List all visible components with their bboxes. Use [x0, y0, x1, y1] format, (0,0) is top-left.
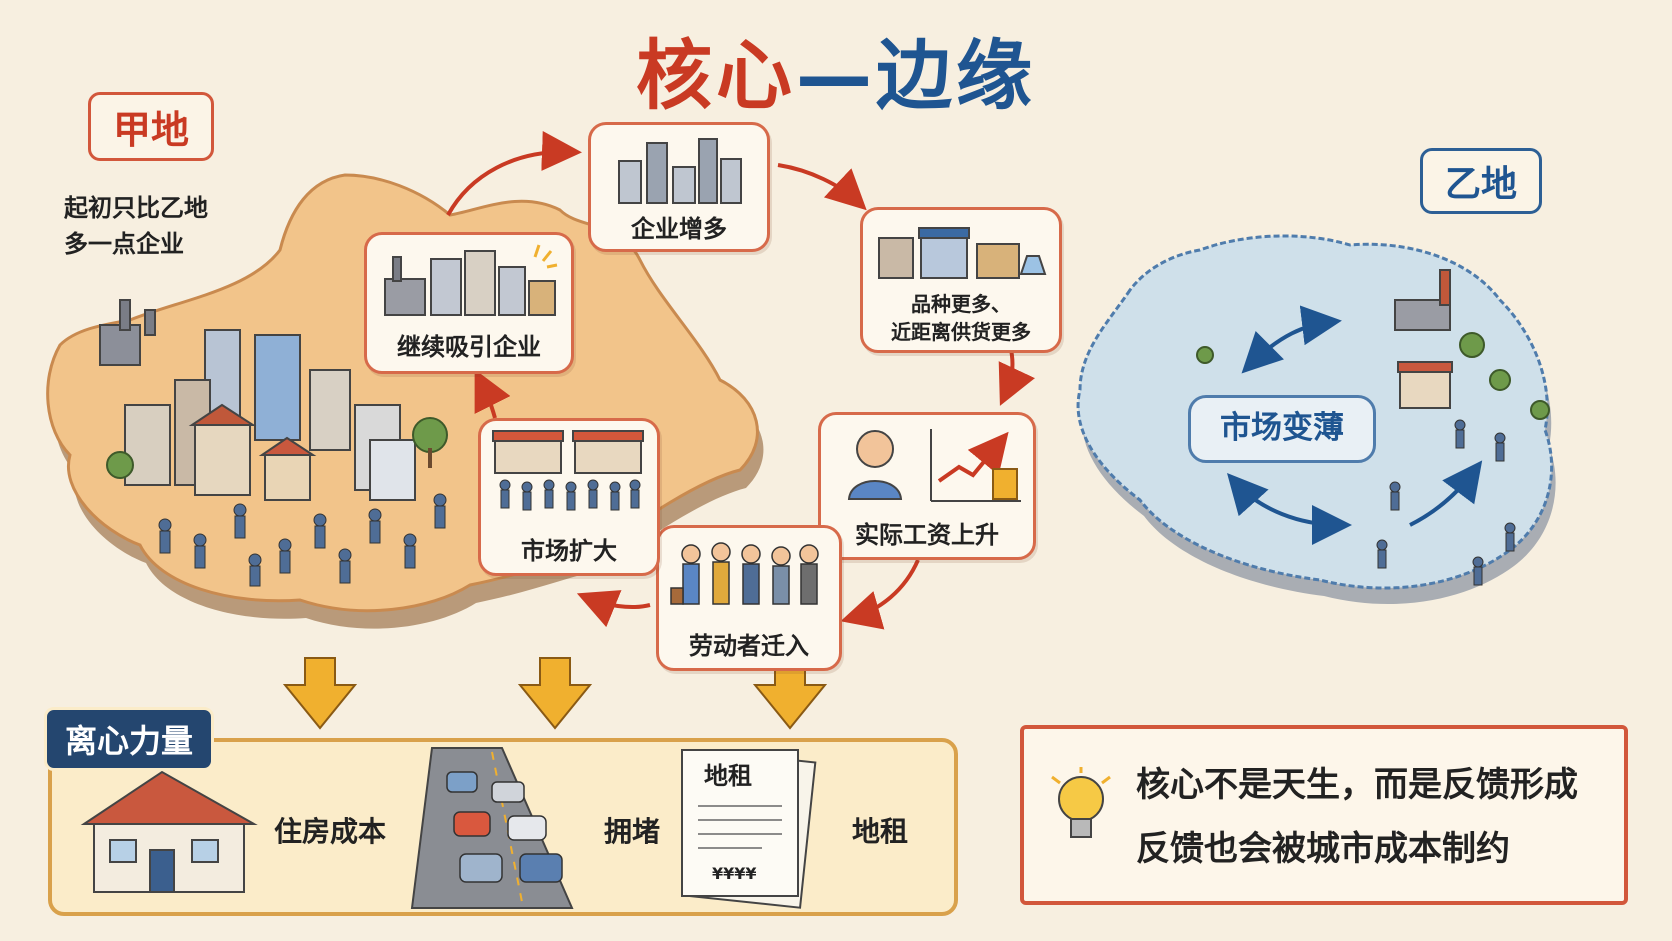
- rent-document-title: 地租: [704, 762, 752, 790]
- cycle-label-attract-firms: 继续吸引企业: [397, 333, 541, 361]
- rent-document-icon: [681, 749, 817, 909]
- conclusion-note: 核心不是天生，而是反馈形成 反馈也会被城市成本制约: [1020, 725, 1628, 905]
- force-label-rent: 地租: [852, 815, 909, 848]
- region-b-market-label: 市场变薄: [1188, 395, 1376, 463]
- page-title: 核心—边缘: [0, 14, 1672, 124]
- migrants-icon: [670, 542, 819, 605]
- cycle-label-real-wage: 实际工资上升: [855, 521, 999, 549]
- cycle-label-market-expands: 市场扩大: [521, 537, 617, 565]
- cycle-card-workers-migrate: 劳动者迁入: [656, 525, 842, 671]
- market-crowd-icon: [492, 430, 644, 511]
- centrifugal-tag: 离心力量: [44, 707, 215, 771]
- lightbulb-icon: [1051, 767, 1111, 838]
- cycle-card-attract-firms: 继续吸引企业: [364, 232, 574, 374]
- conclusion-line2: 反馈也会被城市成本制约: [1136, 829, 1510, 869]
- cycle-card-variety: 品种更多、 近距离供货更多: [860, 207, 1062, 353]
- force-label-congestion: 拥堵: [604, 815, 661, 848]
- region-a-note-line2: 多一点企业: [64, 230, 184, 258]
- centrifugal-panel: 地租 ¥¥¥¥ 住房成本 拥堵 地租: [48, 738, 958, 916]
- cycle-label-variety-line1: 品种更多、: [911, 292, 1011, 316]
- cycle-card-firms-increase: 企业增多: [588, 122, 770, 252]
- factory-city-icon: [384, 244, 558, 316]
- cycle-label-workers-migrate: 劳动者迁入: [689, 632, 809, 660]
- traffic-jam-icon: [410, 747, 574, 909]
- region-a-note: 起初只比乙地 多一点企业: [64, 190, 208, 262]
- centrifugal-arrows: [282, 657, 828, 730]
- rent-document-amount: ¥¥¥¥: [712, 864, 757, 883]
- region-a-crowd: [158, 493, 447, 587]
- cycle-label-variety-line2: 近距离供货更多: [891, 320, 1031, 344]
- cycle-card-market-expands: 市场扩大: [478, 418, 660, 576]
- wage-rise-icon: [847, 429, 1021, 502]
- region-b-dispersal-arrows: [1227, 305, 1483, 545]
- cycle-card-real-wage: 实际工资上升: [818, 412, 1036, 560]
- centrifugal-illustrations: [80, 747, 817, 909]
- region-a-note-line1: 起初只比乙地: [64, 194, 208, 222]
- title-periphery: —边缘: [796, 31, 1036, 120]
- title-core: 核心: [636, 31, 796, 120]
- region-b-items: [1196, 269, 1550, 586]
- force-label-housing: 住房成本: [274, 815, 387, 848]
- buildings-icon: [618, 138, 742, 204]
- shops-goods-icon: [878, 227, 1047, 279]
- region-b-tag: 乙地: [1420, 148, 1543, 214]
- cycle-label-firms-increase: 企业增多: [631, 215, 727, 243]
- conclusion-line1: 核心不是天生，而是反馈形成: [1136, 765, 1578, 805]
- house-icon: [80, 770, 258, 893]
- cycle-label-variety: 品种更多、 近距离供货更多: [863, 290, 1059, 346]
- region-a-tag: 甲地: [88, 92, 215, 161]
- region-a-city: [99, 299, 448, 501]
